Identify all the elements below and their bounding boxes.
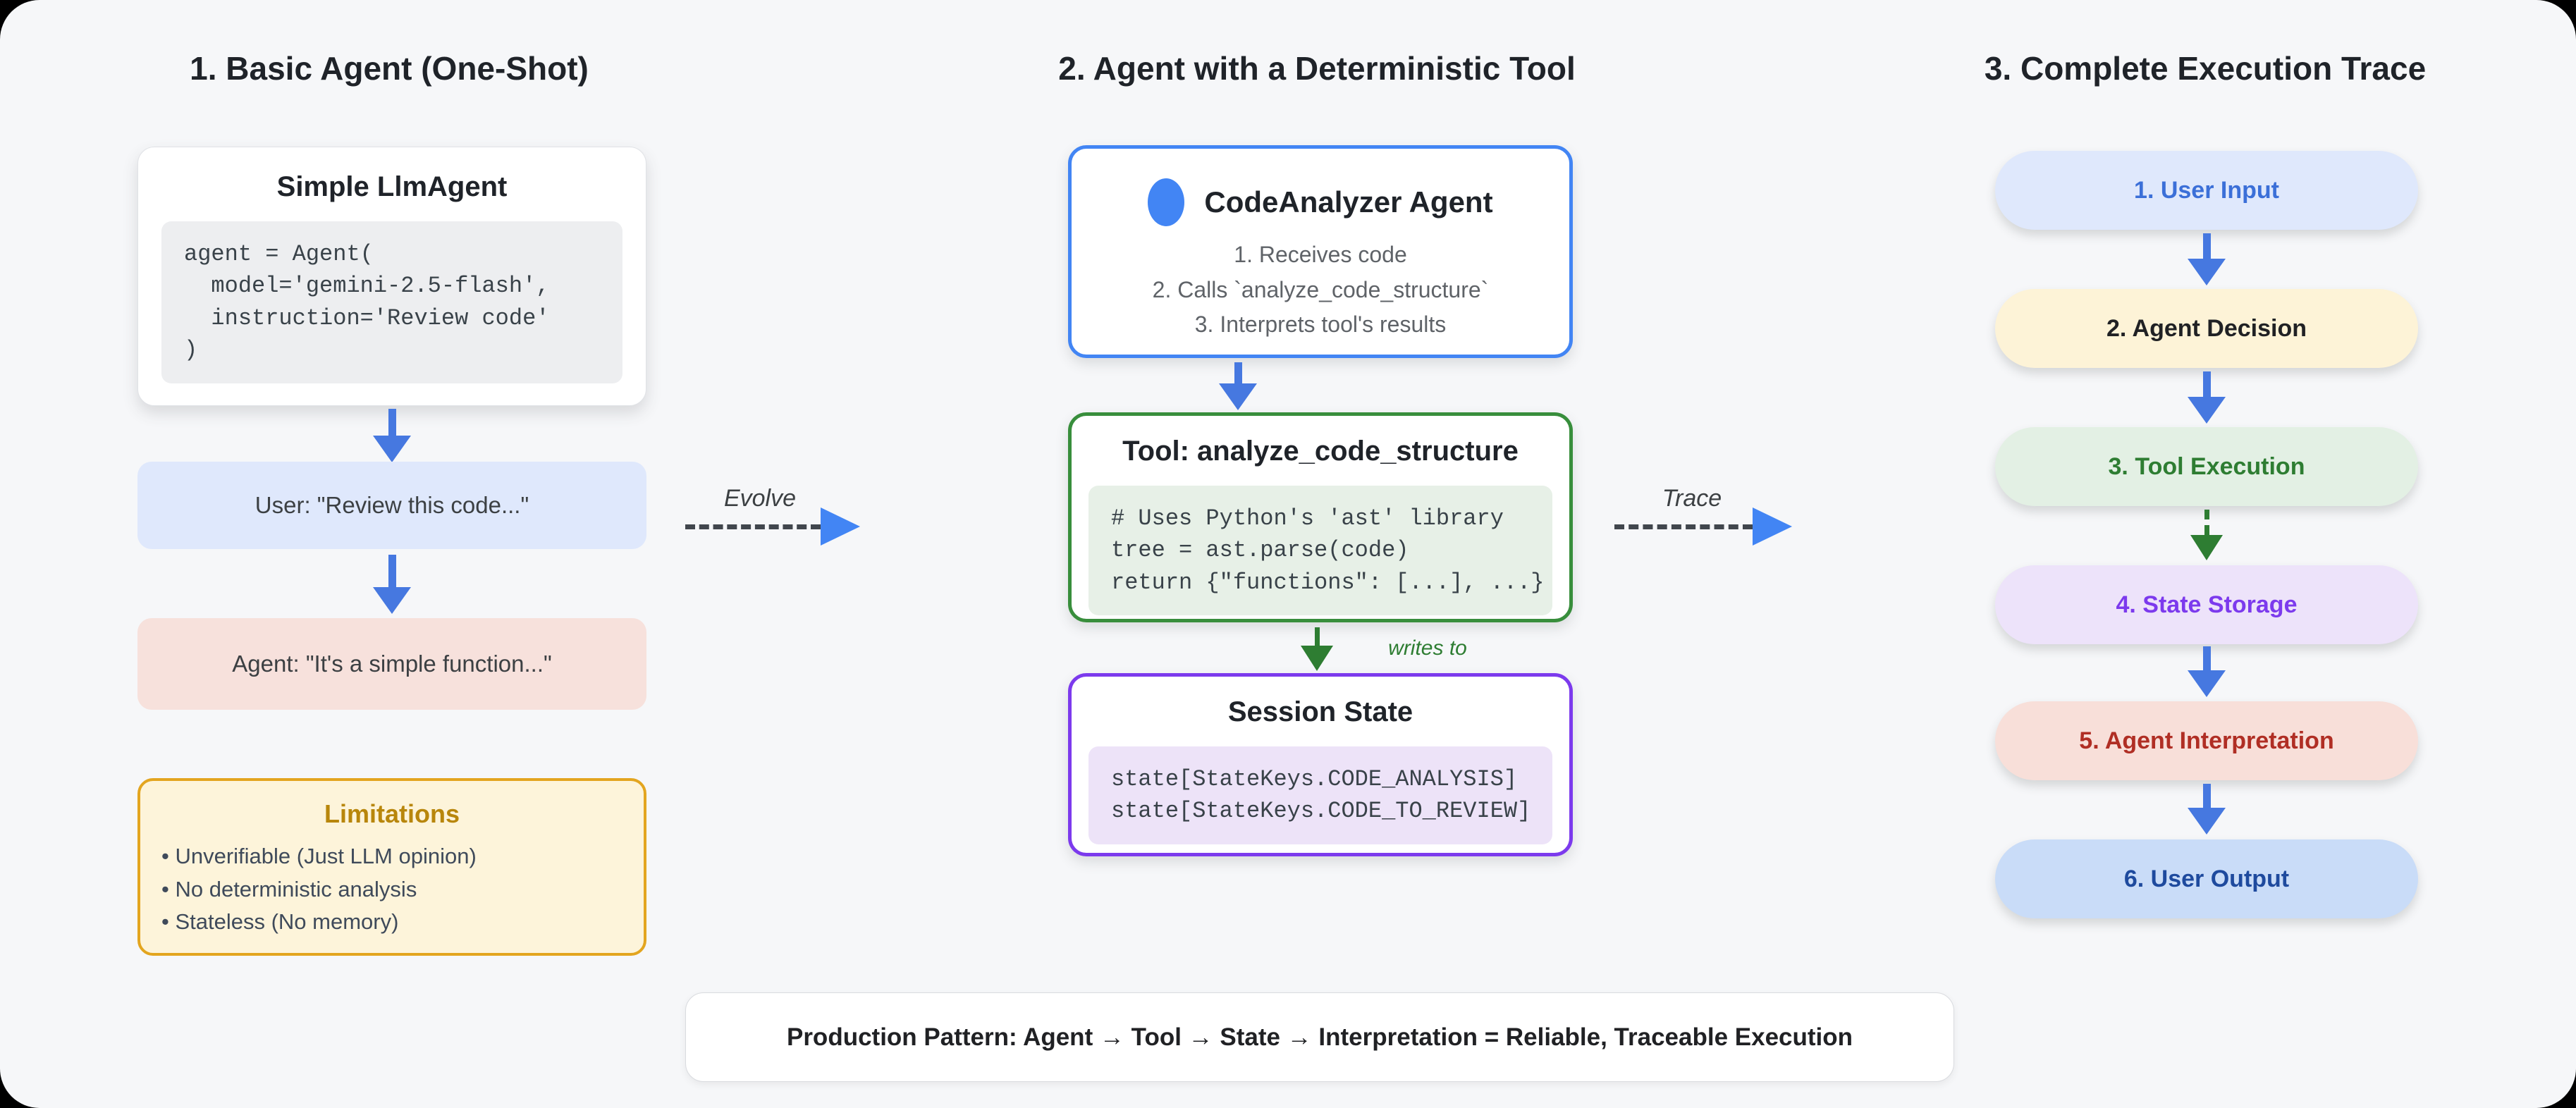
arrow-stem [2204, 510, 2209, 535]
session-state-title: Session State [1227, 696, 1413, 727]
arrow-head [2190, 535, 2223, 560]
trace-arrowhead-icon [1753, 507, 1792, 546]
trace-label: Trace [1662, 485, 1722, 512]
arrow-down-icon [1219, 362, 1257, 410]
simple-llm-agent-card: Simple LlmAgent agent = Agent( model='ge… [137, 147, 646, 406]
arrow-head [2188, 259, 2226, 285]
arrow-stem [2202, 233, 2211, 259]
agent-definition-code: agent = Agent( model='gemini-2.5-flash',… [161, 221, 622, 383]
simple-llm-agent-card-title: Simple LlmAgent [276, 171, 508, 202]
panel-3-title: 3. Complete Execution Trace [1984, 50, 2427, 87]
trace-step-user-input: 1. User Input [1995, 151, 2418, 230]
code-analyzer-header: CodeAnalyzer Agent [1072, 178, 1569, 226]
arrow-stem [388, 409, 396, 436]
arrow-head [2188, 808, 2226, 835]
arrow-head [1301, 646, 1333, 671]
code-analyzer-title: CodeAnalyzer Agent [1204, 185, 1493, 218]
limitations-box: Limitations Unverifiable (Just LLM opini… [137, 778, 646, 956]
production-pattern-bar: Production Pattern: Agent → Tool → State… [685, 992, 1954, 1082]
agent-circle-icon [1148, 178, 1185, 226]
session-state-code: state[StateKeys.CODE_ANALYSIS] state[Sta… [1088, 746, 1552, 844]
limitation-item: Unverifiable (Just LLM opinion) [161, 840, 644, 873]
arrow-stem [2202, 646, 2211, 670]
writes-to-arrow-icon [1301, 627, 1333, 671]
panel-1-title: 1. Basic Agent (One-Shot) [190, 50, 589, 87]
arrow-head [1219, 383, 1257, 410]
tool-card: Tool: analyze_code_structure # Uses Pyth… [1068, 412, 1573, 622]
arrow-stem [388, 555, 396, 587]
session-state-card: Session State state[StateKeys.CODE_ANALY… [1068, 673, 1573, 856]
agent-step: 2. Calls `analyze_code_structure` [1152, 276, 1489, 302]
arrow-down-icon [2188, 371, 2226, 424]
trace-step-tool-execution: 3. Tool Execution [1995, 427, 2418, 506]
trace-step-agent-interpretation: 5. Agent Interpretation [1995, 701, 2418, 780]
arrow-stem [1234, 362, 1242, 383]
arrow-down-icon [373, 409, 411, 462]
dashed-arrow-down-icon [2190, 510, 2223, 560]
user-message-box: User: "Review this code..." [137, 462, 646, 549]
writes-to-label: writes to [1388, 636, 1467, 660]
agent-step: 1. Receives code [1234, 242, 1407, 267]
tool-card-title: Tool: analyze_code_structure [1122, 436, 1519, 467]
code-analyzer-steps: 1. Receives code 2. Calls `analyze_code_… [1072, 238, 1569, 343]
evolve-arrow-icon [685, 524, 821, 529]
arrow-down-icon [2188, 233, 2226, 285]
production-pattern-text: Production Pattern: Agent → Tool → State… [786, 1023, 1853, 1051]
code-analyzer-agent-card: CodeAnalyzer Agent 1. Receives code 2. C… [1068, 145, 1573, 358]
trace-step-state-storage: 4. State Storage [1995, 565, 2418, 644]
arrow-head [2188, 670, 2226, 697]
panel-2-title: 2. Agent with a Deterministic Tool [1058, 50, 1576, 87]
arrow-down-icon [2188, 784, 2226, 835]
arrow-head [373, 436, 411, 462]
arrow-down-icon [373, 555, 411, 614]
evolve-arrowhead-icon [821, 507, 860, 546]
arrow-down-icon [2188, 646, 2226, 697]
limitation-item: No deterministic analysis [161, 873, 644, 906]
limitation-item: Stateless (No memory) [161, 906, 644, 939]
trace-step-user-output: 6. User Output [1995, 839, 2418, 918]
arrow-stem [1314, 627, 1320, 646]
tool-code: # Uses Python's 'ast' library tree = ast… [1088, 486, 1552, 616]
arrow-head [2188, 397, 2226, 424]
trace-step-agent-decision: 2. Agent Decision [1995, 289, 2418, 368]
limitations-list: Unverifiable (Just LLM opinion) No deter… [161, 840, 644, 939]
arrow-stem [2202, 371, 2211, 397]
agent-step: 3. Interprets tool's results [1194, 312, 1447, 338]
arrow-head [373, 587, 411, 614]
limitations-title: Limitations [324, 799, 460, 828]
agent-message-box: Agent: "It's a simple function..." [137, 618, 646, 710]
arrow-stem [2202, 784, 2211, 808]
evolve-label: Evolve [723, 485, 797, 512]
trace-arrow-icon [1614, 524, 1753, 529]
